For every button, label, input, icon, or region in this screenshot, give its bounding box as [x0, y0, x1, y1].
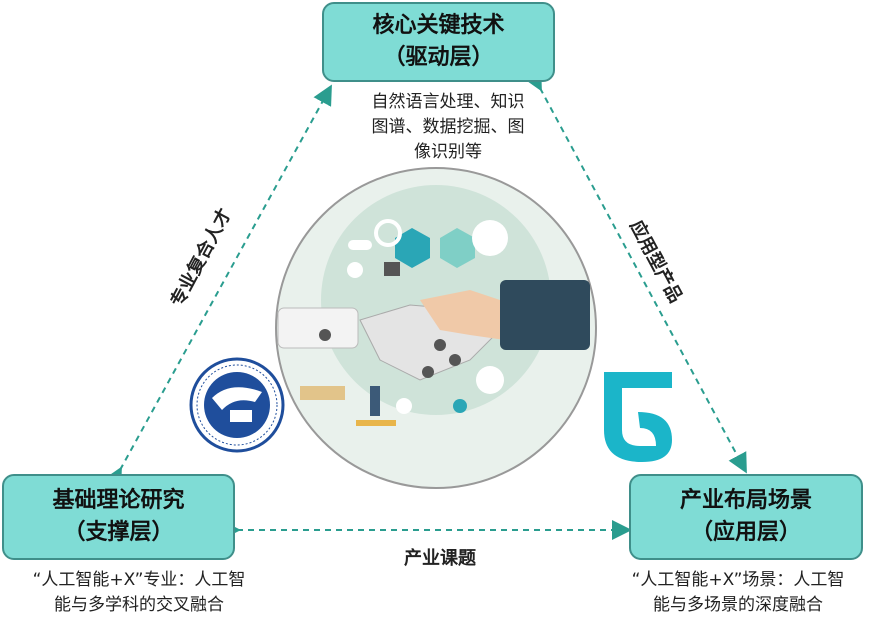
desc-line: 图谱、数据挖掘、图 [371, 117, 525, 137]
core-tech-layer: （驱动层） [383, 45, 494, 70]
desc-line: 能与多场景的深度融合 [653, 595, 823, 615]
core-tech-title: 核心关键技术 [372, 13, 505, 38]
desc-line: “人工智能+X”场景：人工智 [631, 570, 845, 590]
g-shaped-logo [604, 372, 672, 462]
core-tech-desc: 自然语言处理、知识 图谱、数据挖掘、图 像识别等 [343, 90, 553, 165]
basic-research-box: 基础理论研究 （支撑层） [2, 474, 235, 560]
basic-research-title: 基础理论研究 [52, 488, 185, 513]
left-right-edge-label: 产业课题 [404, 548, 476, 569]
basic-research-desc: “人工智能+X”专业：人工智 能与多学科的交叉融合 [4, 568, 274, 618]
desc-line: “人工智能+X”专业：人工智 [32, 570, 246, 590]
core-tech-box: 核心关键技术 （驱动层） [322, 2, 555, 82]
desc-line: 能与多学科的交叉融合 [54, 595, 224, 615]
industry-scene-title: 产业布局场景 [679, 488, 812, 513]
desc-line: 自然语言处理、知识 [371, 92, 525, 112]
industry-scene-box: 产业布局场景 （应用层） [629, 474, 863, 560]
industry-scene-layer: （应用层） [690, 520, 801, 545]
basic-research-layer: （支撑层） [63, 520, 174, 545]
university-seal-logo [189, 357, 285, 453]
industry-scene-desc: “人工智能+X”场景：人工智 能与多场景的深度融合 [603, 568, 873, 618]
left-top-arrow [103, 84, 332, 489]
ai-handshake-illustration [275, 167, 597, 489]
desc-line: 像识别等 [414, 142, 482, 162]
